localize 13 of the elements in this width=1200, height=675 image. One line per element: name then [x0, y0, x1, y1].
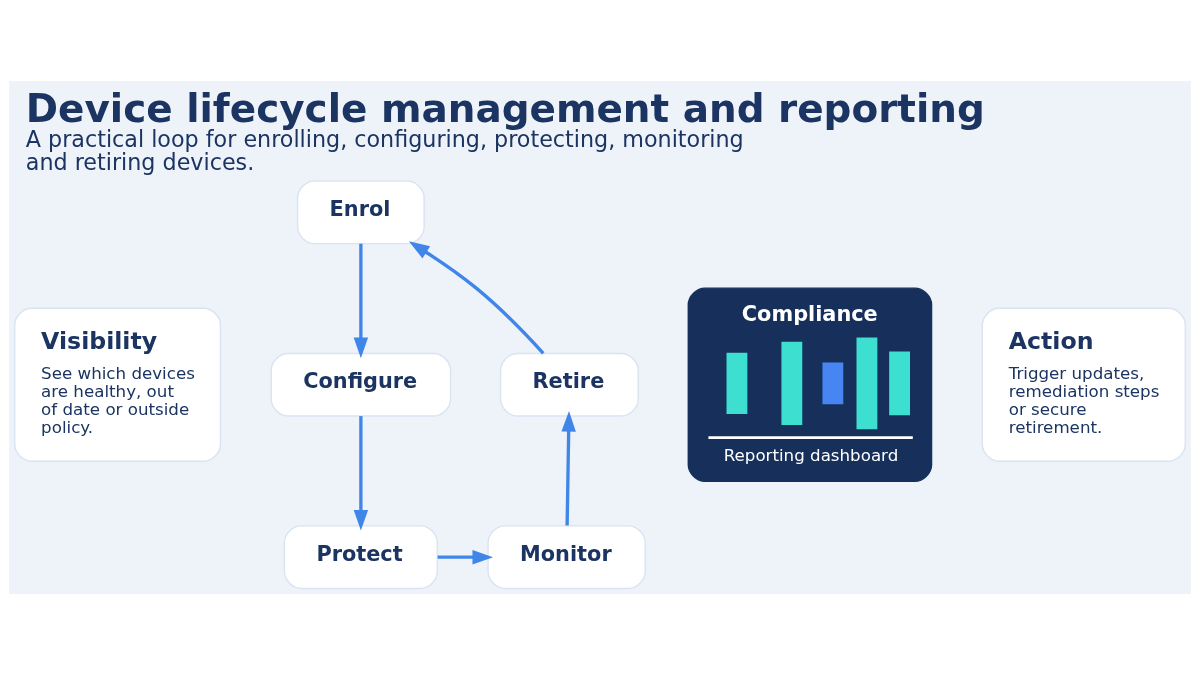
node-box: Visibility See which devices are healthy, out of date or outside policy. [14, 307, 222, 462]
node-box: Compliance Reporting dashboard [687, 287, 933, 483]
node-box: Monitor [487, 525, 646, 590]
node-box: Retire [499, 352, 639, 417]
node-box: Protect [283, 525, 439, 590]
arrow [561, 411, 576, 526]
arrow [353, 243, 369, 359]
arrow [408, 241, 545, 355]
node-box: Action Trigger updates, remediation steps or secure retirement. [981, 307, 1186, 462]
arrow [353, 416, 369, 531]
arrow [437, 549, 494, 565]
node-box: Configure [270, 352, 452, 417]
node-box: Enrol [296, 180, 425, 245]
